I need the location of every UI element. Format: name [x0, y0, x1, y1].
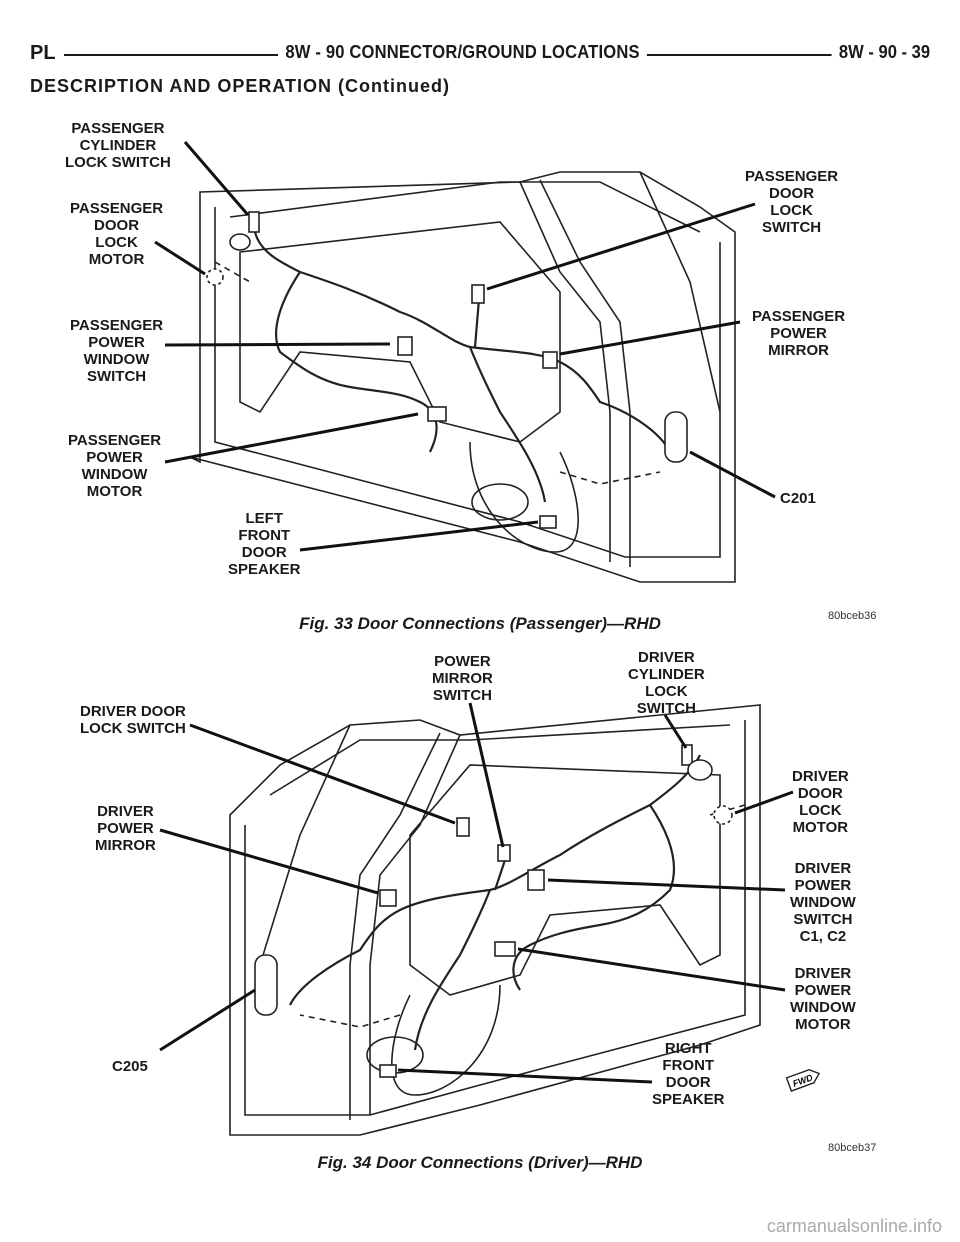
- figure-passenger-door: PASSENGER CYLINDER LOCK SWITCH PASSENGER…: [0, 112, 960, 632]
- label-c205: C205: [112, 1058, 148, 1075]
- figure-caption-34: Fig. 34 Door Connections (Driver)—RHD: [317, 1153, 643, 1172]
- label-power-mirror-switch: POWER MIRROR SWITCH: [432, 653, 493, 704]
- figure-driver-door: DRIVER DOOR LOCK SWITCH POWER MIRROR SWI…: [0, 645, 960, 1175]
- header-title: 8W - 90 CONNECTOR/GROUND LOCATIONS: [278, 42, 648, 63]
- label-passenger-power-mirror: PASSENGER POWER MIRROR: [752, 308, 846, 359]
- section-title: DESCRIPTION AND OPERATION (Continued): [30, 76, 450, 96]
- label-passenger-power-window-motor: PASSENGER POWER WINDOW MOTOR: [68, 432, 162, 500]
- header-section-code: PL: [30, 42, 64, 65]
- label-driver-power-window-motor: DRIVER POWER WINDOW MOTOR: [790, 965, 856, 1033]
- label-right-front-door-speaker: RIGHT FRONT DOOR SPEAKER: [652, 1040, 725, 1108]
- figure-code: 80bceb36: [828, 610, 877, 622]
- figure-code: 80bceb37: [828, 1142, 877, 1154]
- label-driver-power-window-switch: DRIVER POWER WINDOW SWITCH C1, C2: [790, 860, 856, 945]
- figure-caption-33: Fig. 33 Door Connections (Passenger)—RHD: [299, 614, 661, 633]
- label-passenger-cylinder-lock-switch: PASSENGER CYLINDER LOCK SWITCH: [65, 120, 171, 171]
- label-driver-door-lock-motor: DRIVER DOOR LOCK MOTOR: [792, 768, 849, 836]
- label-left-front-door-speaker: LEFT FRONT DOOR SPEAKER: [228, 510, 301, 578]
- header-page-number: 8W - 90 - 39: [831, 42, 930, 63]
- label-c201: C201: [780, 490, 816, 507]
- label-driver-power-mirror: DRIVER POWER MIRROR: [95, 803, 156, 854]
- page-header: PL 8W - 90 CONNECTOR/GROUND LOCATIONS 8W…: [30, 38, 930, 78]
- label-passenger-door-lock-switch: PASSENGER DOOR LOCK SWITCH: [745, 168, 839, 236]
- passenger-door-illustration: [154, 141, 776, 583]
- label-driver-door-lock-switch: DRIVER DOOR LOCK SWITCH: [80, 703, 186, 737]
- label-passenger-door-lock-motor: PASSENGER DOOR LOCK MOTOR: [70, 200, 164, 268]
- fwd-arrow-icon: FWD: [783, 1063, 824, 1096]
- driver-door-illustration: [159, 702, 794, 1136]
- label-passenger-power-window-switch: PASSENGER POWER WINDOW SWITCH: [70, 317, 164, 385]
- watermark: carmanualsonline.info: [766, 1216, 942, 1236]
- label-driver-cylinder-lock-switch: DRIVER CYLINDER LOCK SWITCH: [628, 649, 705, 717]
